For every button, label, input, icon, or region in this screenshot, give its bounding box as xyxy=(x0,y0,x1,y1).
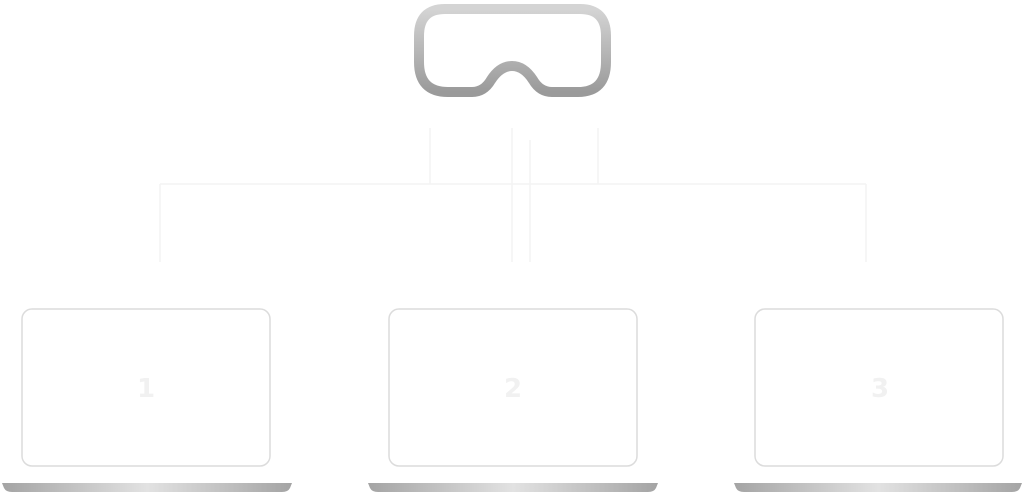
laptop-base xyxy=(2,483,292,492)
device-label-2: 2 xyxy=(504,374,522,404)
laptop-base xyxy=(734,483,1022,492)
laptop-screen xyxy=(388,308,638,467)
laptop-base xyxy=(368,483,658,492)
laptop-icon xyxy=(368,308,658,492)
laptop-3: 3 xyxy=(734,308,1022,492)
vr-headset-icon xyxy=(414,4,611,97)
laptop-2: 2 xyxy=(368,308,658,492)
laptop-icon xyxy=(2,308,292,492)
laptop-1: 1 xyxy=(2,308,292,492)
connector-lines xyxy=(159,128,867,262)
laptop-icon xyxy=(734,308,1022,492)
device-label-3: 3 xyxy=(871,374,889,404)
laptop-screen xyxy=(754,308,1004,467)
laptop-screen xyxy=(21,308,271,467)
device-label-1: 1 xyxy=(137,374,155,404)
